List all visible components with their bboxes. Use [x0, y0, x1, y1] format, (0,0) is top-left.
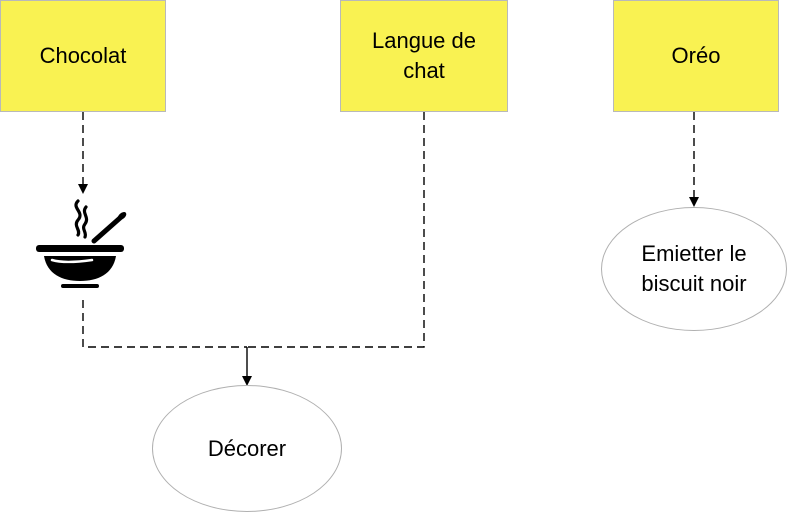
- node-emietter-label: Emietter le biscuit noir: [641, 241, 747, 296]
- node-decorer-label: Décorer: [207, 435, 287, 461]
- node-oreo-label: Oréo: [671, 43, 721, 69]
- node-chocolat: Chocolat: [0, 0, 166, 112]
- hot-bowl-icon: [36, 199, 127, 288]
- node-langue-de-chat-label: Langue de chat: [372, 28, 476, 83]
- node-chocolat-label: Chocolat: [39, 43, 127, 69]
- node-oreo: Oréo: [613, 0, 779, 112]
- connector-langue-to-junction: [247, 112, 425, 348]
- node-emietter: Emietter le biscuit noir: [601, 207, 787, 331]
- node-decorer: Décorer: [152, 385, 342, 512]
- node-langue-de-chat: Langue de chat: [340, 0, 508, 112]
- connector-bowl-to-junction: [82, 300, 247, 348]
